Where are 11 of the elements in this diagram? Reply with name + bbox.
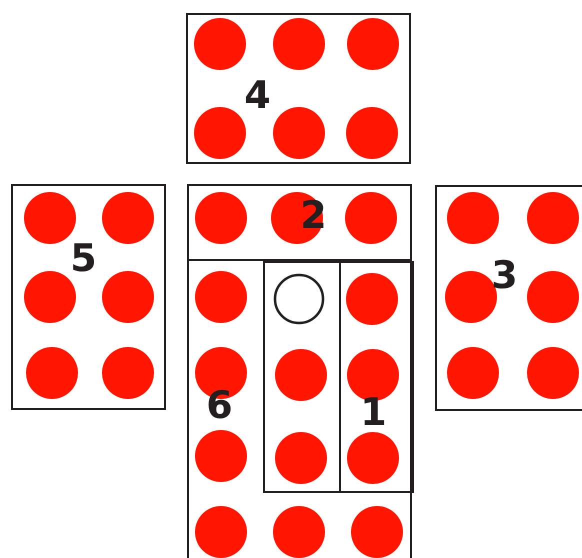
strip-box xyxy=(263,261,341,493)
face-panel xyxy=(435,185,582,411)
face-number: 1 xyxy=(360,392,387,430)
face-panel xyxy=(186,13,411,164)
face-panel xyxy=(339,261,414,493)
face-number: 3 xyxy=(491,256,518,294)
face-number: 5 xyxy=(70,238,97,276)
face-panel xyxy=(11,184,166,410)
face-number: 4 xyxy=(244,76,271,114)
face-panel xyxy=(187,184,412,261)
face-panel xyxy=(187,259,412,558)
